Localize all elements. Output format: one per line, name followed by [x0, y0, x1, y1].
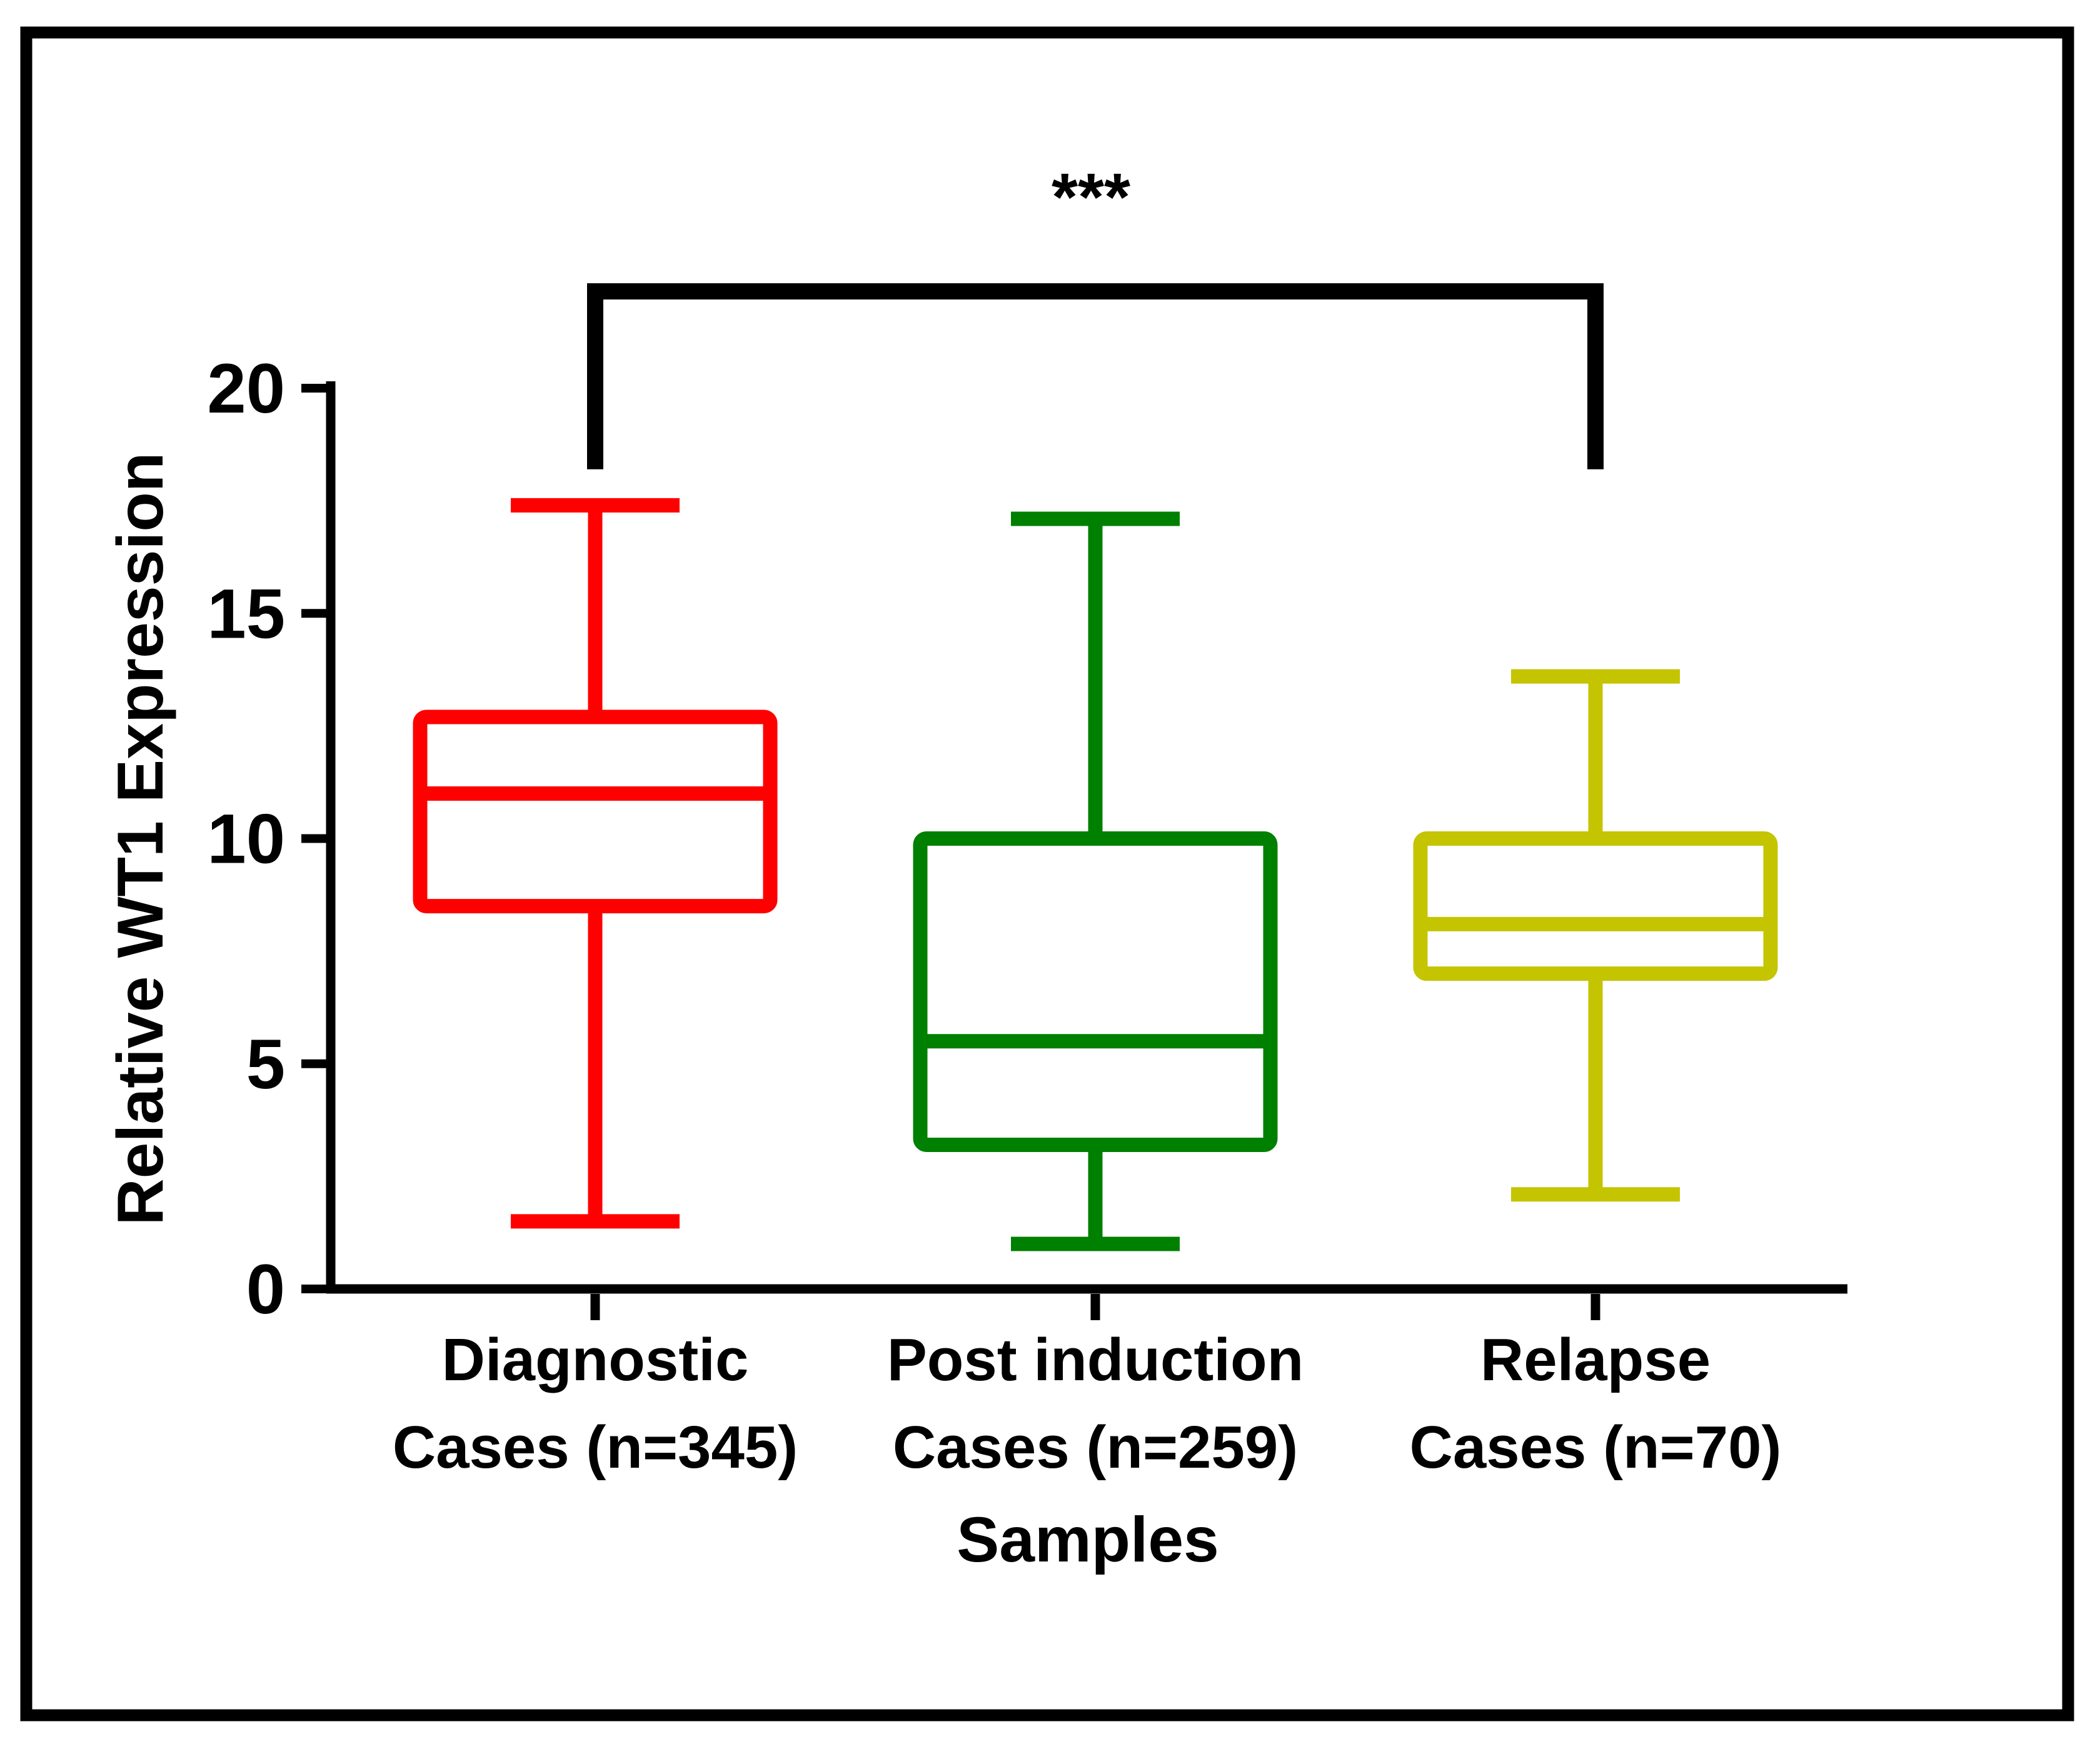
axes-group	[301, 381, 1847, 1320]
box-2	[1413, 669, 1778, 1202]
x-category-label-line1: Relapse	[1480, 1326, 1711, 1393]
x-category-label-line1: Post induction	[887, 1326, 1304, 1393]
y-tick-label: 10	[207, 800, 285, 878]
iqr-box	[913, 831, 1278, 1152]
y-tick-label: 0	[246, 1250, 285, 1328]
x-category-label-line2: Cases (n=70)	[1410, 1414, 1782, 1481]
significance-bracket	[587, 283, 1604, 469]
box-1	[913, 511, 1278, 1251]
x-category-label-line1: Diagnostic	[442, 1326, 749, 1393]
x-category-label-line2: Cases (n=259)	[893, 1414, 1298, 1481]
box-series-group	[413, 498, 1778, 1251]
iqr-box	[413, 709, 778, 914]
figure-frame	[20, 26, 2074, 1721]
x-axis-title: Samples	[957, 1504, 1219, 1575]
box-0	[413, 498, 778, 1229]
y-tick-label: 15	[207, 574, 285, 653]
y-tick-label: 5	[246, 1025, 285, 1103]
iqr-box	[1413, 831, 1778, 981]
y-axis-title: Relative WT1 Expression	[104, 453, 177, 1226]
x-category-label-line2: Cases (n=345)	[393, 1414, 798, 1481]
y-tick-labels: 0 5 10 15 20	[207, 349, 285, 1328]
significance-stars: ***	[1052, 159, 1130, 234]
y-tick-label: 20	[207, 349, 285, 428]
